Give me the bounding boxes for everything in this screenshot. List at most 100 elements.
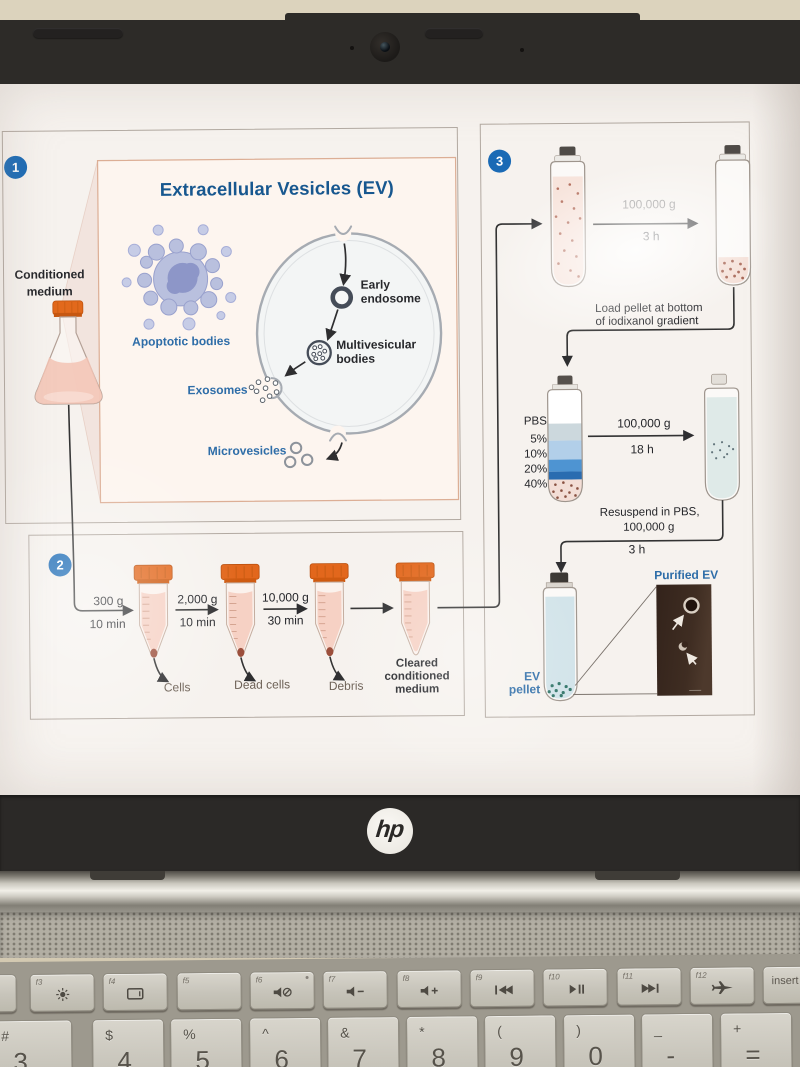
gradient-label-pbs: PBS [523, 415, 547, 428]
brightness-icon [55, 988, 69, 1002]
key-main-glyph: 5 [195, 1044, 211, 1067]
spin2-force-label: 100,000 g [617, 416, 671, 431]
key-f5[interactable]: f5 [176, 971, 242, 1011]
key-main-glyph: 0 [588, 1040, 604, 1067]
key-7[interactable]: & 7 [326, 1016, 400, 1067]
key-label: f12 [695, 970, 707, 980]
cleared-medium-label: conditioned [384, 670, 450, 683]
resuspend-line [555, 500, 724, 573]
step-badge-3: 3 [487, 149, 512, 173]
post-gradient-tube [704, 373, 740, 501]
laptop-screen: 1 2 3 Conditioned medium Extracellular V… [0, 84, 800, 795]
previous-track-icon [494, 985, 513, 995]
multivesicular-bodies-label: bodies [336, 351, 376, 366]
key-f6[interactable]: f6 [249, 970, 315, 1010]
key-6[interactable]: ^ 6 [248, 1016, 322, 1067]
load-pellet-note: Load pellet at bottom [595, 302, 703, 315]
magnification-lines [573, 586, 658, 695]
key-9[interactable]: ( 9 [483, 1014, 557, 1067]
key-f7[interactable]: f7 [322, 970, 388, 1009]
spin1-force-label: 100,000 g [622, 196, 676, 212]
load-pellet-note: of iodixanol gradient [595, 315, 699, 328]
key-label: f9 [475, 973, 483, 983]
spin-time-label: 10 min [179, 615, 216, 630]
key-shift-glyph: & [340, 1024, 350, 1041]
key-minus[interactable]: _ - [640, 1012, 714, 1067]
key-insert[interactable]: insert [762, 965, 800, 1005]
early-endosome-label: Early [360, 277, 391, 292]
spin-force-label: 2,000 g [177, 592, 218, 607]
ev-isolation-diagram: 1 2 3 Conditioned medium Extracellular V… [0, 97, 800, 795]
cleared-medium-label: Cleared [395, 657, 439, 670]
volume-down-icon [346, 986, 364, 997]
resuspend-note: 100,000 g [623, 521, 675, 534]
key-f2-partial[interactable] [0, 974, 17, 1013]
key-shift-glyph: + [733, 1020, 742, 1037]
step-badge-2: 2 [48, 553, 72, 577]
microvesicles-illustration [283, 441, 314, 469]
key-0[interactable]: ) 0 [562, 1013, 636, 1067]
multivesicular-bodies-label: Multivesicular [336, 337, 417, 352]
key-f11[interactable]: f11 [616, 967, 682, 1006]
ev-pellet-label: pellet [508, 682, 541, 697]
early-endosome-label: endosome [360, 291, 421, 306]
key-label: f6 [255, 975, 263, 985]
key-label: f7 [328, 974, 336, 984]
key-f12[interactable]: f12 [689, 966, 755, 1005]
key-8[interactable]: * 8 [405, 1015, 479, 1067]
ev-pellet-tube [542, 572, 578, 702]
conditioned-medium-label: Conditioned [14, 267, 85, 282]
gradient-label-5: 5% [530, 433, 548, 446]
spin-time-label: 10 min [89, 616, 126, 632]
key-label: f5 [182, 976, 190, 986]
key-shift-glyph: ) [576, 1022, 581, 1039]
spin1-arrow [593, 217, 699, 230]
hinge-bar [0, 871, 800, 912]
key-main-glyph: 3 [13, 1046, 29, 1067]
key-label: f10 [548, 972, 560, 982]
ultracentrifuge-tube-speckled [550, 146, 587, 288]
key-main-glyph: 7 [352, 1043, 368, 1067]
key-f9[interactable]: f9 [469, 968, 535, 1008]
key-4[interactable]: $ 4 [91, 1018, 165, 1067]
inset-title: Extracellular Vesicles (EV) [159, 176, 394, 200]
cleared-medium-label: medium [395, 683, 440, 696]
ultracentrifuge-tube-pelleted [715, 145, 752, 286]
pellet-label-debris: Debris [328, 678, 364, 694]
key-f4[interactable]: f4 [102, 972, 168, 1012]
key-main-glyph: 6 [274, 1044, 290, 1067]
microvesicles-label: Microvesicles [207, 443, 287, 459]
microphone-hole-left [350, 46, 354, 50]
conditioned-medium-label: medium [26, 284, 73, 299]
key-label: f4 [108, 976, 116, 987]
key-f3[interactable]: f3 [29, 973, 95, 1012]
key-f8[interactable]: f8 [396, 969, 462, 1009]
microphone-hole-right [520, 48, 524, 52]
flask-illustration [34, 300, 103, 405]
speaker-grille [0, 912, 800, 958]
hp-logo: hp [367, 808, 413, 854]
pellet-label-cells: Cells [163, 680, 191, 695]
gradient-label-40: 40% [524, 478, 548, 491]
key-shift-glyph: $ [105, 1027, 114, 1044]
spin1-time-label: 3 h [642, 229, 660, 244]
screen-top-bezel [0, 20, 800, 84]
gradient-label-20: 20% [524, 463, 548, 476]
hinge-tab-left [90, 871, 165, 880]
key-equals[interactable]: + = [719, 1011, 793, 1067]
spin2-time-label: 18 h [630, 442, 654, 457]
key-main-glyph: 9 [509, 1041, 525, 1067]
key-5[interactable]: % 5 [169, 1017, 243, 1067]
key-main-glyph: = [745, 1039, 761, 1067]
webcam [370, 32, 400, 62]
volume-up-icon [420, 985, 438, 996]
key-shift-glyph: * [419, 1023, 425, 1040]
spin2-arrow [587, 429, 695, 442]
bezel-bumper-left [33, 28, 123, 38]
spin3-time-label: 3 h [628, 542, 646, 557]
gradient-label-10: 10% [524, 448, 548, 461]
key-f10[interactable]: f10 [542, 967, 608, 1007]
key-shift-glyph: ^ [262, 1025, 269, 1042]
key-3[interactable]: # 3 [0, 1019, 73, 1067]
